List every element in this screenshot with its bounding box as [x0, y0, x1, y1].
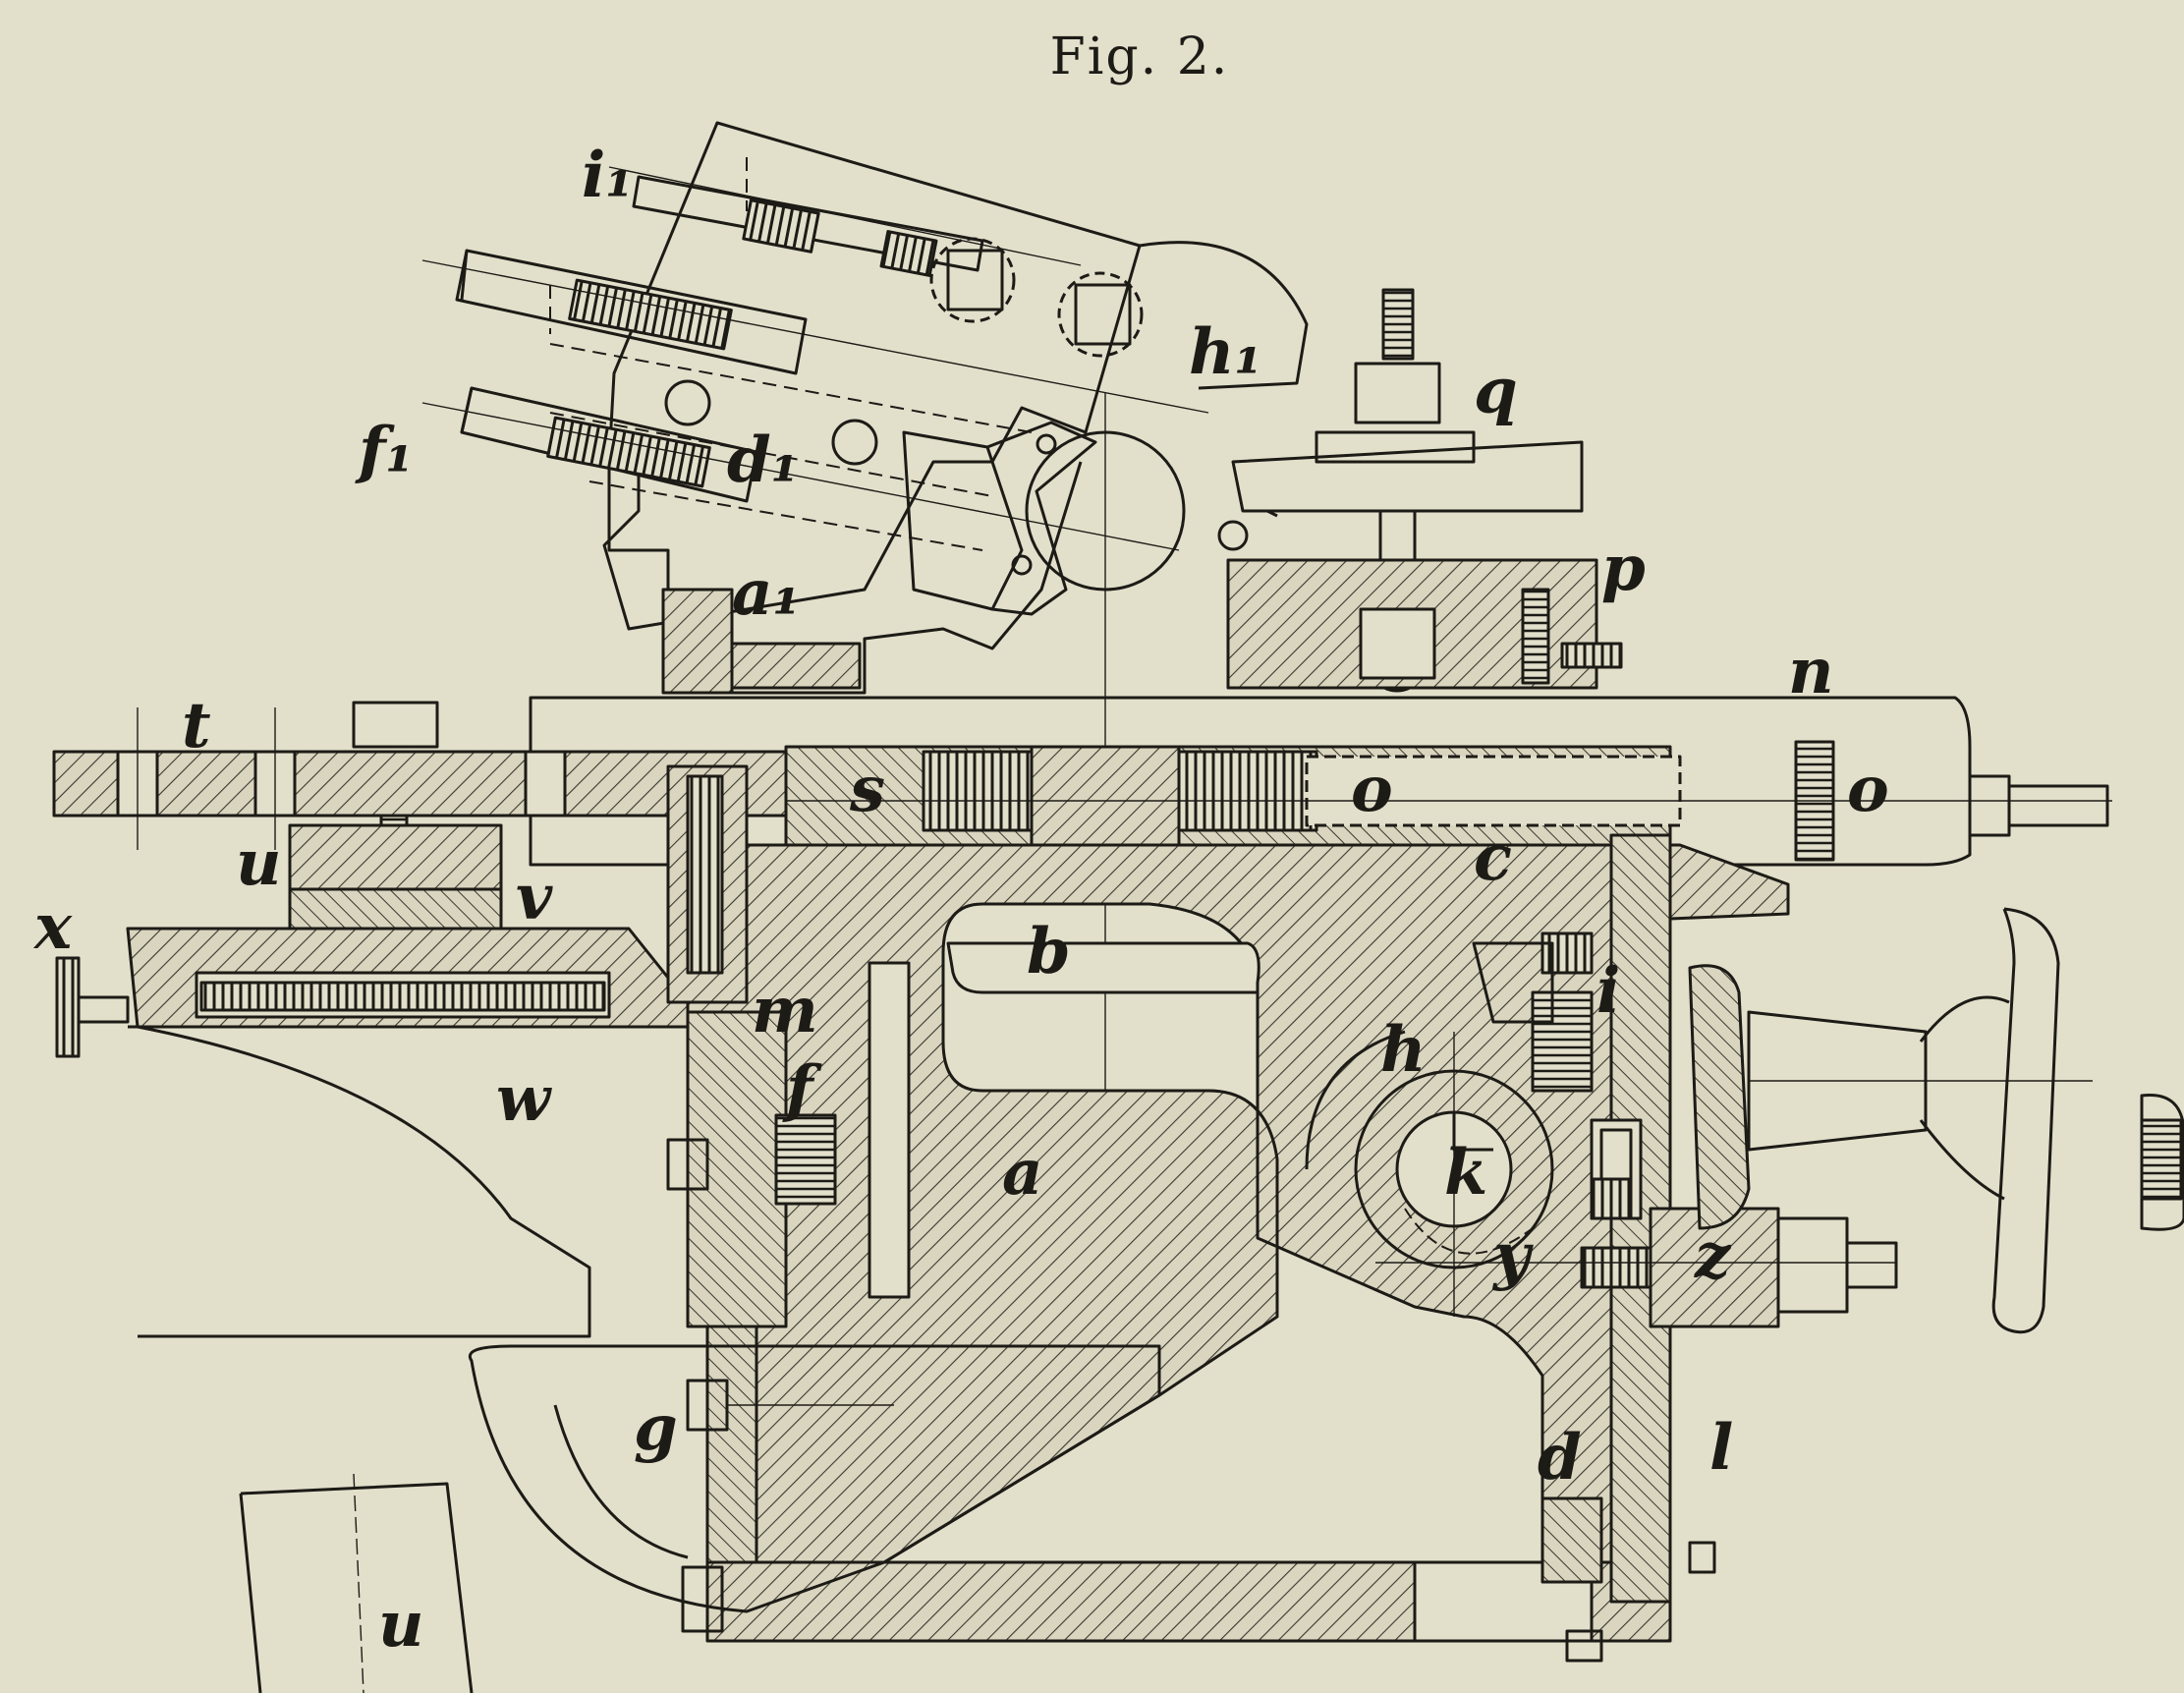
figure-title: Fig. 2.	[1049, 28, 1230, 86]
label-z: z	[1694, 1219, 1732, 1293]
clamp-screw-q	[1231, 288, 1584, 693]
tilted-tool-head	[421, 121, 1309, 1130]
label-a1: a₁	[732, 556, 801, 630]
label-x: x	[32, 890, 73, 964]
label-i: i	[1596, 954, 1620, 1028]
label-v: v	[516, 861, 553, 934]
label-q: q	[1474, 355, 1518, 428]
label-f1: f₁	[355, 414, 414, 487]
lever-arm-t	[52, 707, 788, 850]
screw-box-x	[55, 927, 690, 1338]
label-d1: d₁	[727, 423, 799, 497]
label-g: g	[634, 1391, 678, 1465]
label-p: p	[1601, 532, 1646, 605]
hand-wheel	[1688, 907, 2184, 1334]
label-y: y	[1491, 1219, 1534, 1293]
label-w: w	[496, 1062, 552, 1136]
label-h: h	[1380, 1013, 1427, 1087]
label-b: b	[1027, 915, 1071, 988]
label-t: t	[182, 689, 211, 762]
label-h1: h₁	[1189, 315, 1262, 389]
label-o-left: o	[1351, 753, 1393, 826]
slide-block	[1226, 558, 1623, 690]
label-i1: i₁	[582, 139, 633, 212]
label-l: l	[1709, 1411, 1733, 1485]
label-a: a	[1002, 1136, 1042, 1210]
label-o-right: o	[1847, 753, 1889, 826]
label-n: n	[1788, 635, 1834, 708]
lower-left-part	[239, 1473, 474, 1693]
label-k: k	[1444, 1136, 1487, 1210]
label-u-lower: u	[378, 1588, 424, 1662]
label-c: c	[1474, 821, 1512, 895]
gear-housing	[1305, 931, 1898, 1328]
label-u: u	[236, 826, 282, 900]
part-labels: i₁ h₁ f₁ d₁ a₁ q p n t s o o u v c x b m…	[32, 139, 1889, 1662]
label-m: m	[752, 974, 818, 1047]
label-s: s	[849, 753, 885, 826]
label-d: d	[1538, 1421, 1582, 1495]
